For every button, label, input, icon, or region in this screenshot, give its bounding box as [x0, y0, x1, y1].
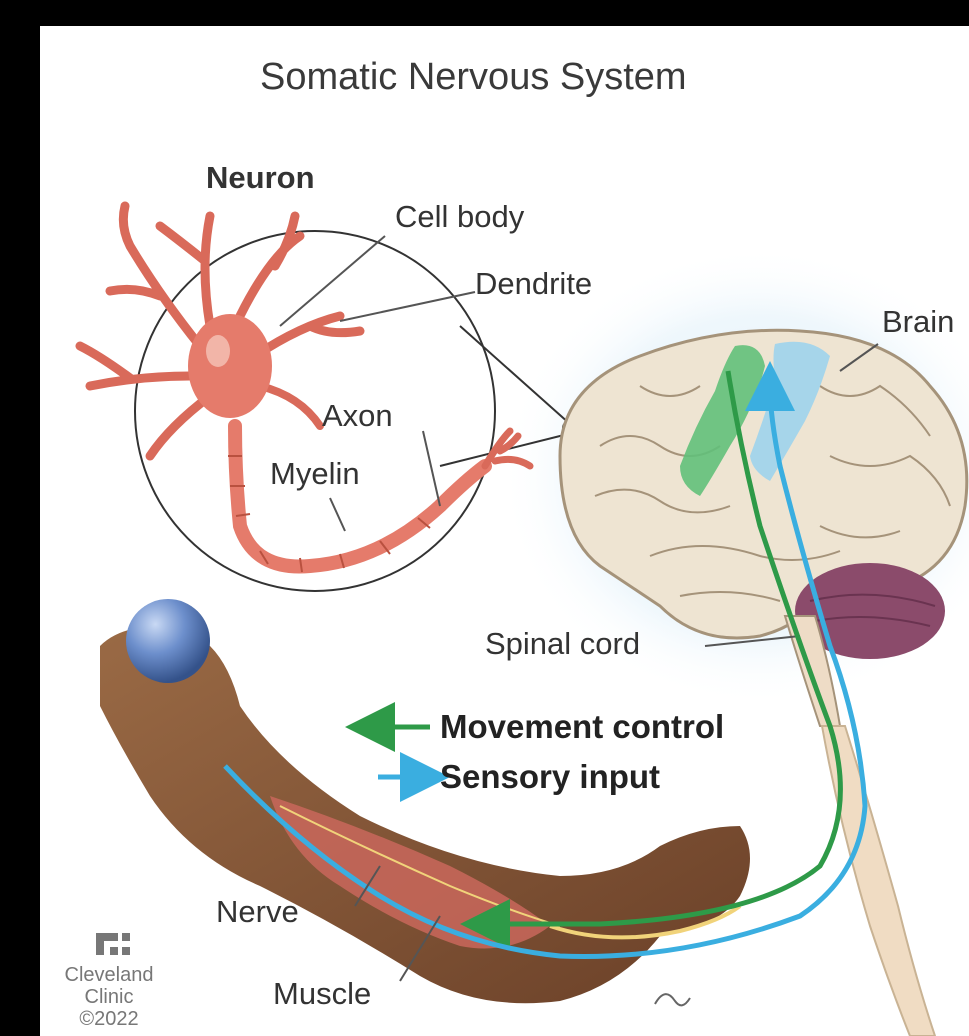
branding-line1: Cleveland — [54, 964, 164, 986]
ball — [126, 599, 210, 683]
neuron-cell-body — [188, 314, 272, 418]
branding-logo-text: Cleveland Clinic ©2022 — [54, 964, 164, 1030]
label-cell-body: Cell body — [395, 199, 524, 235]
legend-sensory-input: Sensory input — [440, 758, 660, 796]
label-dendrite: Dendrite — [475, 266, 592, 302]
neuron-heading: Neuron — [206, 160, 315, 196]
label-axon: Axon — [322, 398, 393, 434]
label-muscle: Muscle — [273, 976, 371, 1012]
branding-line3: ©2022 — [54, 1008, 164, 1030]
cleveland-clinic-logo-icon — [96, 933, 130, 955]
diagram-canvas: Somatic Nervous System Neuron Cell body … — [40, 26, 969, 1036]
label-nerve: Nerve — [216, 894, 299, 930]
label-brain: Brain — [882, 304, 954, 340]
neuron-nucleus — [206, 335, 230, 367]
branding-line2: Clinic — [54, 986, 164, 1008]
illustration — [40, 26, 969, 1036]
artist-signature — [655, 994, 690, 1005]
label-spinal-cord: Spinal cord — [485, 626, 640, 662]
label-myelin: Myelin — [270, 456, 360, 492]
legend-movement-control: Movement control — [440, 708, 724, 746]
page-title: Somatic Nervous System — [260, 56, 687, 99]
